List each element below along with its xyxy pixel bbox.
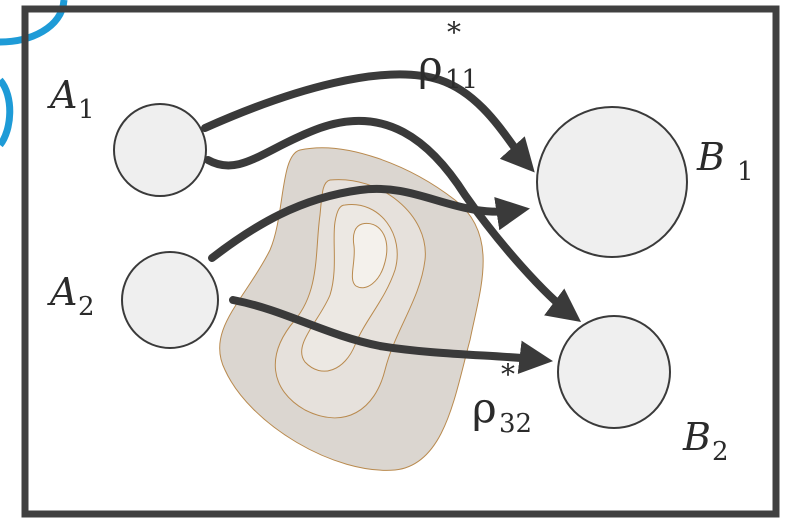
contour-core	[351, 222, 388, 289]
svg-text:1: 1	[737, 157, 754, 187]
label-rho32: ρ * 32	[472, 358, 532, 439]
label-rho11: ρ * 11	[418, 16, 478, 95]
svg-text:ρ: ρ	[418, 41, 443, 90]
label-b1: B 1	[696, 135, 754, 187]
flow-arrows	[201, 70, 582, 374]
arrow-a1-b1	[201, 70, 535, 173]
node-b2	[557, 315, 671, 429]
svg-text:A: A	[47, 73, 77, 117]
svg-text:*: *	[447, 16, 461, 49]
arrow-a2-b2	[229, 296, 554, 374]
svg-text:B: B	[696, 135, 725, 179]
svg-text:A: A	[47, 270, 77, 314]
frame-border	[21, 5, 780, 518]
svg-text:2: 2	[78, 292, 95, 322]
label-b2: B 2	[682, 415, 729, 467]
svg-text:2: 2	[712, 437, 729, 467]
svg-text:11: 11	[445, 65, 478, 95]
label-a1: A 1	[47, 73, 95, 125]
arrow-a1-b2	[204, 116, 582, 323]
arrow-a2-b1	[208, 184, 530, 262]
node-a2	[121, 251, 219, 349]
svg-text:32: 32	[499, 409, 532, 439]
svg-text:B: B	[682, 415, 711, 459]
node-a1	[113, 103, 207, 197]
svg-text:*: *	[501, 358, 515, 391]
svg-text:1: 1	[78, 95, 95, 125]
label-a2: A 2	[47, 270, 95, 322]
svg-text:ρ: ρ	[472, 383, 497, 432]
density-contours	[219, 147, 484, 471]
node-b1	[536, 106, 688, 258]
blue-accent-left	[0, 77, 14, 148]
